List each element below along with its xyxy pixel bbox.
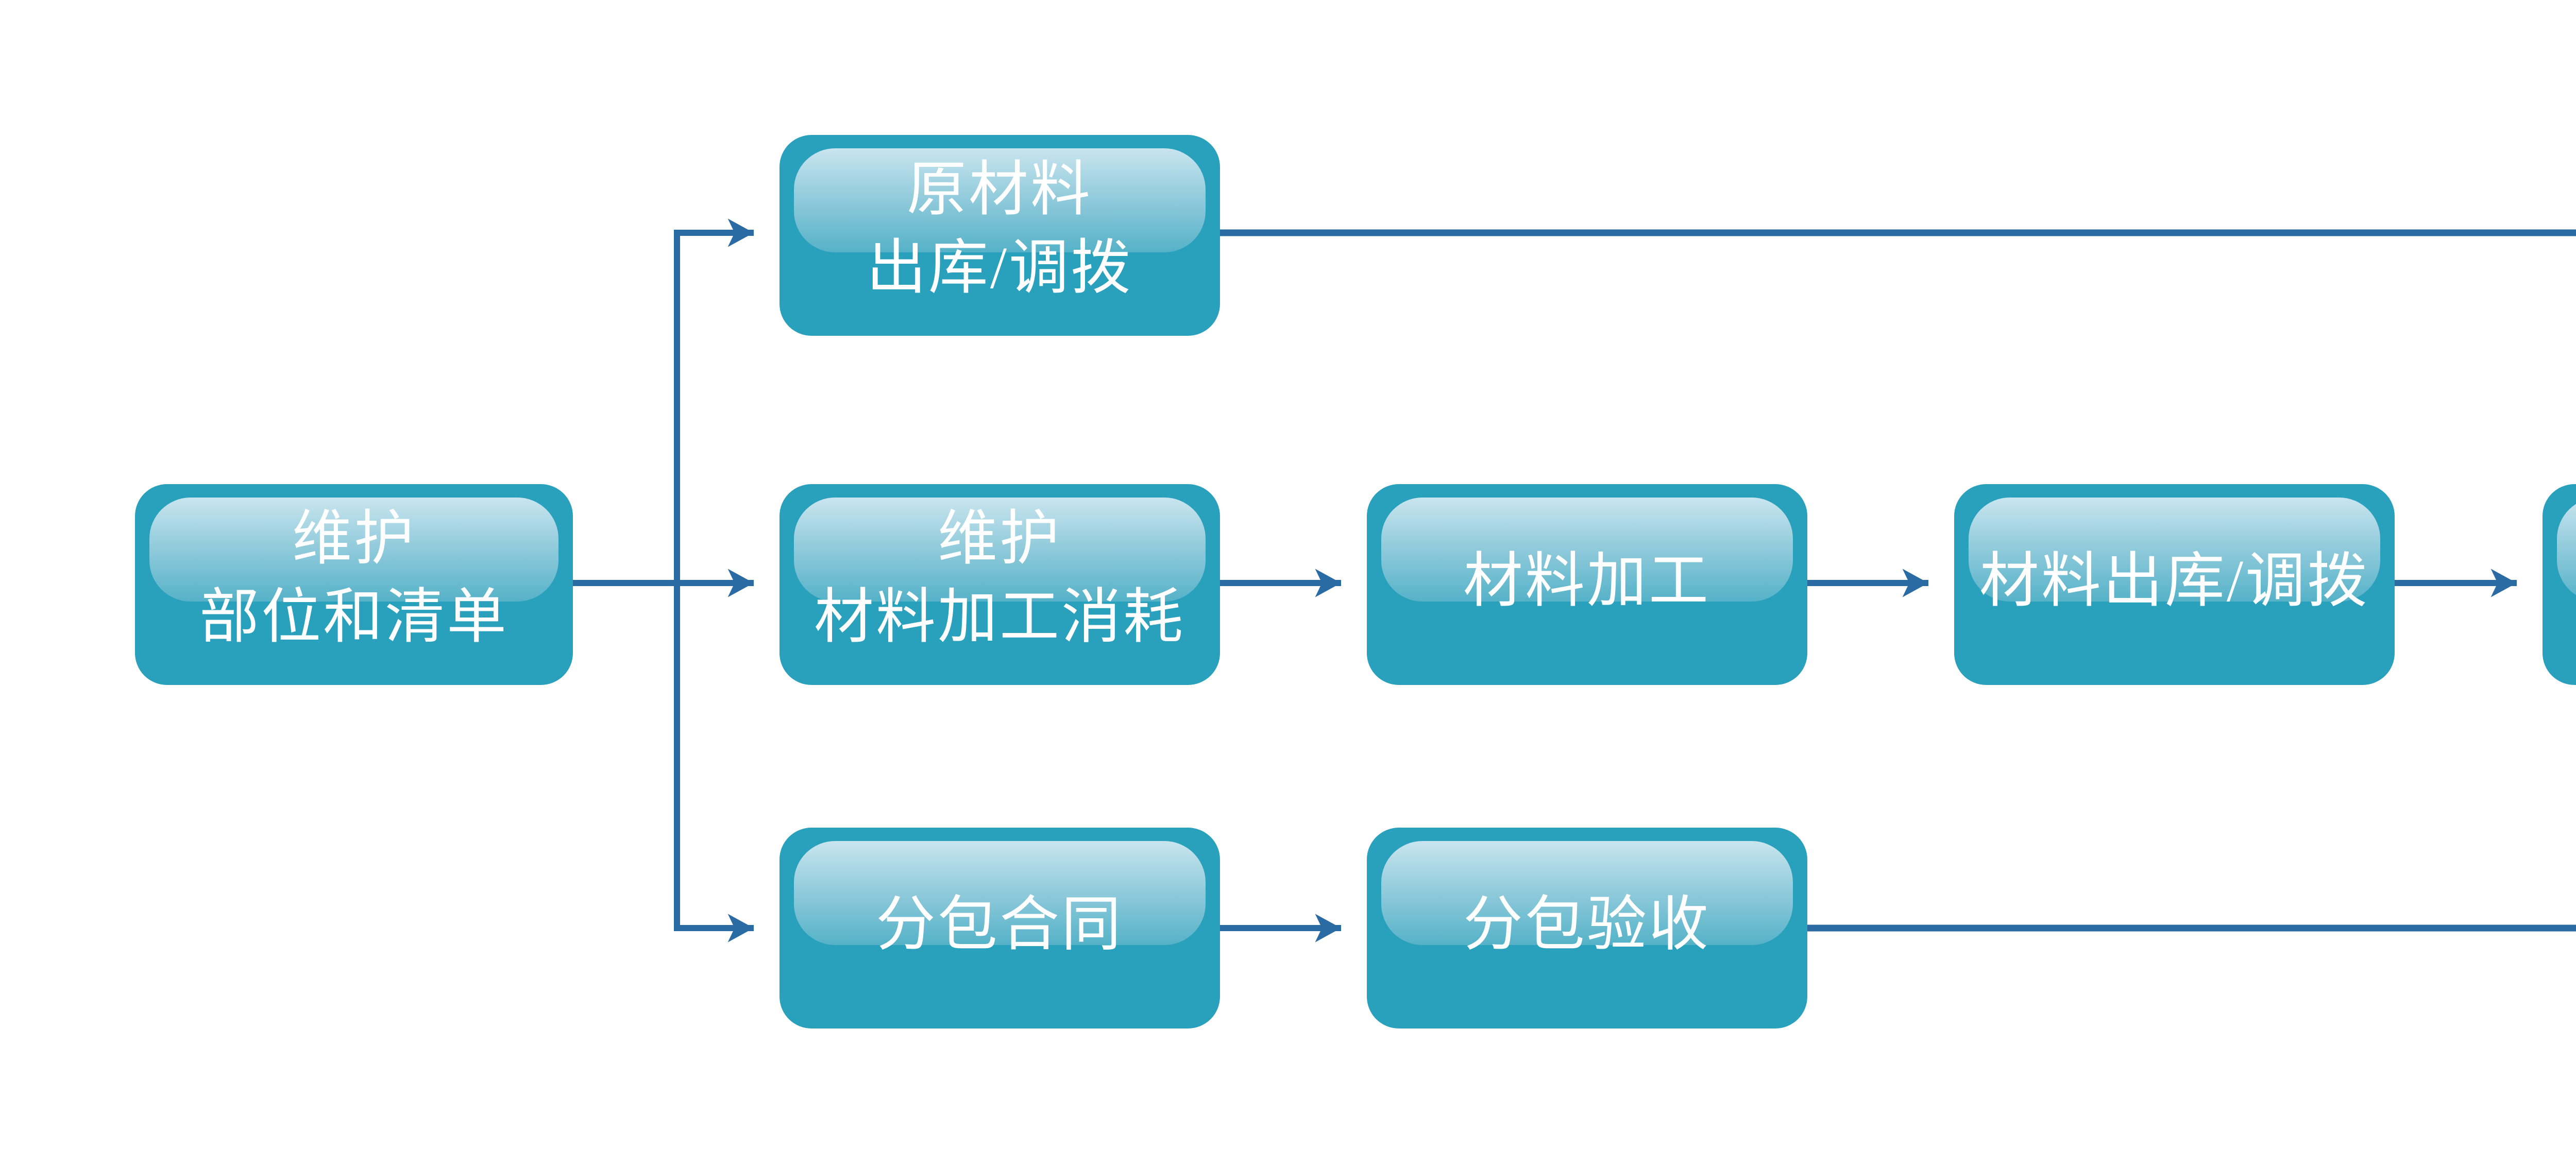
node-subcontract-contract: 分包合同: [779, 828, 1220, 1028]
gloss-highlight: [149, 498, 558, 602]
node-label: 材料出库/调拨: [1979, 548, 2369, 614]
node-label: 分包验收: [1463, 892, 1710, 958]
node-label: 材料加工: [1463, 548, 1710, 614]
node-raw-material-outbound-transfer: 原材料 出库/调拨: [779, 135, 1220, 336]
node-label: 分包合同: [876, 892, 1123, 958]
gloss-highlight: [2557, 504, 2576, 595]
gloss-highlight: [794, 148, 1206, 252]
node-label: 材料加工消耗: [814, 585, 1185, 650]
node-label: 维护: [938, 506, 1061, 572]
gloss-highlight: [1969, 498, 2380, 602]
node-label: 部位和清单: [199, 585, 509, 650]
node-subcontract-acceptance: 分包验收: [1367, 828, 1807, 1028]
gloss-highlight: [1381, 498, 1793, 602]
node-label: 出库/调拨: [867, 235, 1132, 301]
gloss-highlight: [1381, 841, 1793, 945]
connector-layer: [573, 218, 2576, 942]
node-material-processing: 材料加工: [1367, 484, 1807, 685]
node-maintain-material-processing-consumption: 维护 材料加工消耗: [779, 484, 1220, 685]
node-label: 原材料: [907, 157, 1092, 223]
node-label: 维护: [292, 506, 416, 572]
gloss-highlight: [794, 498, 1206, 602]
node-material-outbound-transfer: 材料出库/调拨: [1954, 484, 2395, 685]
node-maintain-parts-and-list: 维护 部位和清单: [135, 484, 573, 685]
node-project-progress-analysis: 工程进度分析: [2543, 484, 2576, 685]
gloss-highlight: [794, 841, 1206, 945]
